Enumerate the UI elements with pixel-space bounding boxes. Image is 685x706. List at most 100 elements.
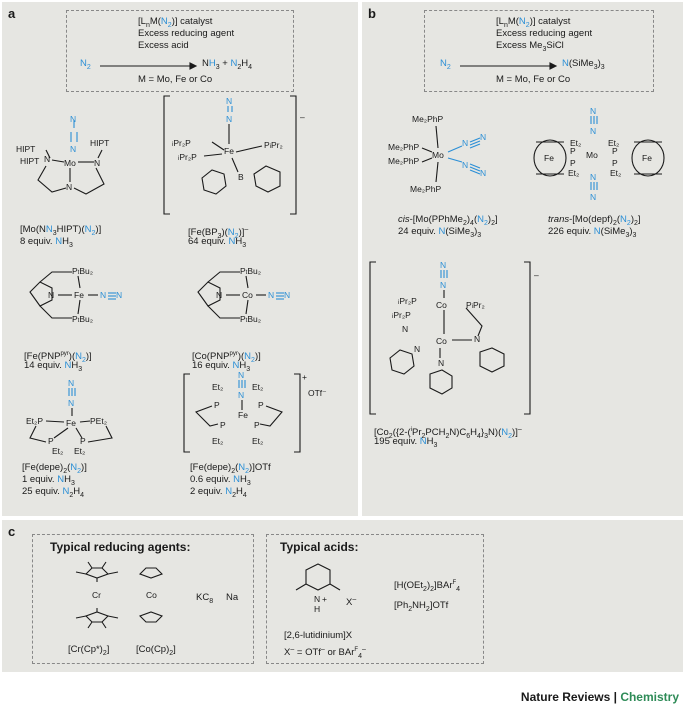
svg-text:Me₂PhP: Me₂PhP — [412, 114, 444, 124]
compound-a2-yield: 64 equiv. NH3 — [188, 236, 247, 249]
svg-text:Me₂PhP: Me₂PhP — [410, 184, 442, 194]
svg-text:+: + — [302, 372, 307, 382]
acid-oxonium: [H(OEt2)2]BArF4 — [394, 580, 461, 594]
journal-footer: Nature Reviews | Chemistry — [521, 690, 679, 704]
svg-text:Co: Co — [146, 590, 157, 600]
compound-a2-name: [Fe(BP3)(N2)]– — [188, 226, 249, 241]
svg-text:Et₂: Et₂ — [570, 138, 581, 148]
compound-a4-name: [Co(PNPpyr)(N2)] — [192, 351, 261, 365]
svg-text:H: H — [314, 604, 320, 614]
compound-b3-name: [Co2({2-(iPr2PCH2N)C6H4}3N)(N2)]– — [374, 426, 522, 441]
svg-text:Cr: Cr — [92, 590, 101, 600]
svg-text:Fe: Fe — [642, 153, 652, 163]
lutidinium-structure: NH+ — [295, 563, 341, 614]
journal-name: Nature Reviews — [520, 690, 611, 704]
reducing-kc8: KC8 — [196, 592, 214, 605]
co-cp-structure: Co — [139, 567, 163, 623]
acid-counterion: X– — [346, 596, 357, 609]
svg-text:Fe: Fe — [238, 410, 248, 420]
panel-a: a [LnM(N2)] catalyst Excess reducing age… — [2, 2, 358, 516]
panel-c-label: c — [8, 524, 16, 539]
svg-text:Co: Co — [436, 300, 447, 310]
reducing-agents-box — [32, 534, 254, 664]
cr-cp-star-structure: Cr — [75, 561, 119, 629]
svg-text:P: P — [258, 400, 264, 410]
svg-text:N: N — [590, 192, 596, 202]
scheme-a-arrow — [100, 62, 198, 70]
svg-text:N: N — [440, 280, 446, 290]
svg-text:N: N — [216, 290, 222, 300]
svg-text:HIPT: HIPT — [16, 144, 35, 154]
panel-b-label: b — [368, 6, 376, 21]
svg-text:iPr₂P: iPr₂P — [172, 138, 191, 148]
svg-text:N: N — [590, 172, 596, 182]
scheme-b-metals: M = Mo, Fe or Co — [496, 74, 571, 85]
svg-text:N: N — [226, 96, 232, 106]
svg-text:Co: Co — [242, 290, 253, 300]
svg-text:Et₂: Et₂ — [568, 168, 579, 178]
reducing-cr: [Cr(Cp*)2] — [68, 644, 110, 657]
svg-text:N: N — [66, 182, 72, 192]
panel-b: b [LnM(N2)] catalyst Excess reducing age… — [362, 2, 683, 516]
svg-text:N: N — [438, 358, 444, 368]
svg-text:PtBu₂: PtBu₂ — [240, 266, 261, 276]
svg-text:iPr₂P: iPr₂P — [392, 310, 411, 320]
svg-text:N: N — [474, 334, 480, 344]
svg-text:N: N — [462, 160, 468, 170]
svg-text:N: N — [238, 390, 244, 400]
svg-text:Fe: Fe — [224, 146, 234, 156]
svg-text:N: N — [440, 260, 446, 270]
scheme-b-arrow — [460, 62, 558, 70]
svg-text:N: N — [70, 114, 76, 124]
svg-text:N: N — [68, 378, 74, 388]
reducing-na: Na — [226, 592, 239, 603]
svg-text:N: N — [48, 290, 54, 300]
panel-c: c Typical reducing agents: Cr [Cr(Cp*)2]… — [2, 520, 683, 672]
svg-text:Me₂PhP: Me₂PhP — [388, 142, 420, 152]
scheme-a-catalyst: [LnM(N2)] catalyst — [138, 16, 213, 29]
compound-b1-name: cis-[Mo(PPhMe2)4(N2)2] — [398, 214, 498, 227]
svg-text:N: N — [100, 290, 106, 300]
svg-text:iPr₂P: iPr₂P — [398, 296, 417, 306]
acids-box — [266, 534, 484, 664]
svg-text:P: P — [48, 436, 54, 446]
scheme-a-acid: Excess acid — [138, 40, 189, 51]
svg-text:HIPT: HIPT — [90, 138, 109, 148]
svg-text:N: N — [116, 290, 122, 300]
compound-a4-yield: 16 equiv. NH3 — [192, 360, 251, 373]
scheme-a-metals: M = Mo, Fe or Co — [138, 74, 213, 85]
svg-text:N: N — [44, 154, 50, 164]
svg-text:N: N — [94, 158, 100, 168]
compound-a5-yield: 1 equiv. NH3 — [22, 474, 75, 487]
svg-text:iPr₂P: iPr₂P — [178, 152, 197, 162]
svg-text:OTf⁻: OTf⁻ — [308, 388, 327, 398]
svg-text:PtBu₂: PtBu₂ — [240, 314, 261, 324]
acid-anilinium: [Ph2NH2]OTf — [394, 600, 449, 613]
compound-a3-name: [Fe(PNPpyr)(N2)] — [24, 351, 92, 365]
svg-text:N: N — [268, 290, 274, 300]
svg-text:N: N — [314, 594, 320, 604]
scheme-a-product: NH3 + N2H4 — [202, 58, 253, 71]
svg-text:PEt₂: PEt₂ — [90, 416, 107, 426]
svg-text:Et₂P: Et₂P — [26, 416, 43, 426]
svg-text:Et₂: Et₂ — [252, 382, 263, 392]
svg-text:Co: Co — [436, 336, 447, 346]
svg-text:Fe: Fe — [66, 418, 76, 428]
compound-b3-yield: 195 equiv. NH3 — [374, 436, 438, 449]
svg-text:P: P — [612, 158, 618, 168]
svg-text:Fe: Fe — [74, 290, 84, 300]
compound-a6-yield: 0.6 equiv. NH3 — [190, 474, 251, 487]
compound-a6-name: [Fe(depe)2(N2)]OTf — [190, 462, 271, 475]
reducing-co: [Co(Cp)2] — [136, 644, 176, 657]
svg-text:N: N — [70, 144, 76, 154]
svg-text:Et₂: Et₂ — [52, 446, 63, 456]
svg-text:Fe: Fe — [544, 153, 554, 163]
svg-text:HIPT: HIPT — [20, 156, 39, 166]
svg-text:P: P — [254, 420, 260, 430]
compound-a5-name: [Fe(depe)2(N2)] — [22, 462, 87, 475]
reducing-agents-title: Typical reducing agents: — [50, 540, 191, 554]
